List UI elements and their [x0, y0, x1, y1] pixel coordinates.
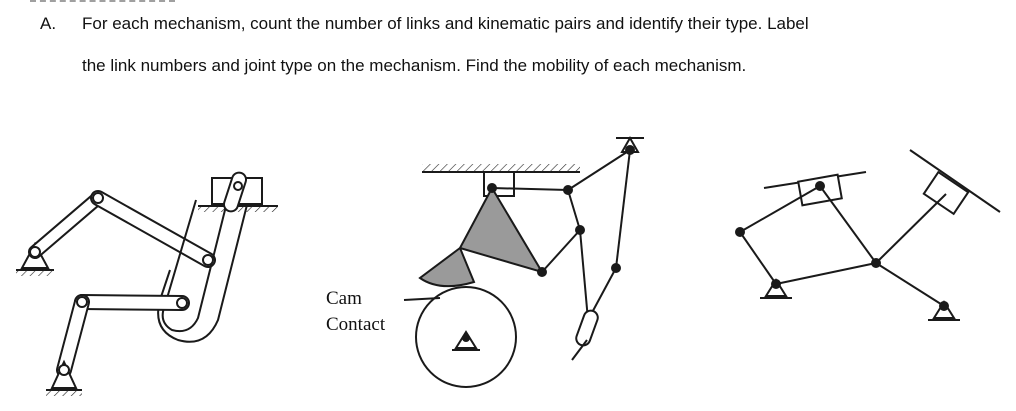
link-m3-f [875, 262, 945, 307]
link-m2-e [615, 149, 631, 269]
joint-m1-3 [202, 254, 214, 266]
slotted-link-m1 [157, 181, 253, 343]
link-m1-a [28, 191, 105, 259]
mechanism-2 [403, 135, 644, 388]
link-m3-c [775, 262, 877, 285]
slider-block-m2 [483, 171, 515, 197]
joint-m1-6 [58, 364, 70, 376]
link-m3-d [819, 185, 877, 264]
joint-m1-4 [76, 296, 88, 308]
joint-m1-2 [92, 192, 104, 204]
link-m1-c [74, 294, 190, 311]
question-text-line-1: For each mechanism, count the number of … [82, 14, 809, 33]
cam-label-line-2: Contact [326, 314, 386, 335]
link-m2-b [567, 149, 631, 191]
slider-block-m1 [198, 171, 278, 213]
link-m3-e [875, 193, 947, 264]
triangle-link-m2 [458, 185, 545, 274]
ground-line-m3-b [909, 149, 1001, 213]
link-m2-a [491, 187, 569, 191]
link-m2-d [541, 229, 581, 273]
link-m1-b [90, 190, 216, 268]
slider-m3-b [922, 170, 970, 216]
link-m2-c [567, 189, 581, 231]
question-label: A. [40, 14, 57, 33]
joint-m1-5 [176, 297, 188, 309]
link-m3-b [739, 231, 777, 285]
mechanism-3 [735, 149, 1001, 321]
mechanism-1 [16, 171, 278, 396]
top-dashed-rule [30, 0, 175, 4]
cam-label-line-1: Cam [326, 288, 362, 309]
question-text-line-2: the link numbers and joint type on the m… [82, 56, 747, 75]
link-m1-d [56, 294, 90, 378]
cam-sector-m2 [418, 246, 476, 288]
link-m3-a [739, 185, 821, 233]
joint-m1-1 [29, 246, 41, 258]
